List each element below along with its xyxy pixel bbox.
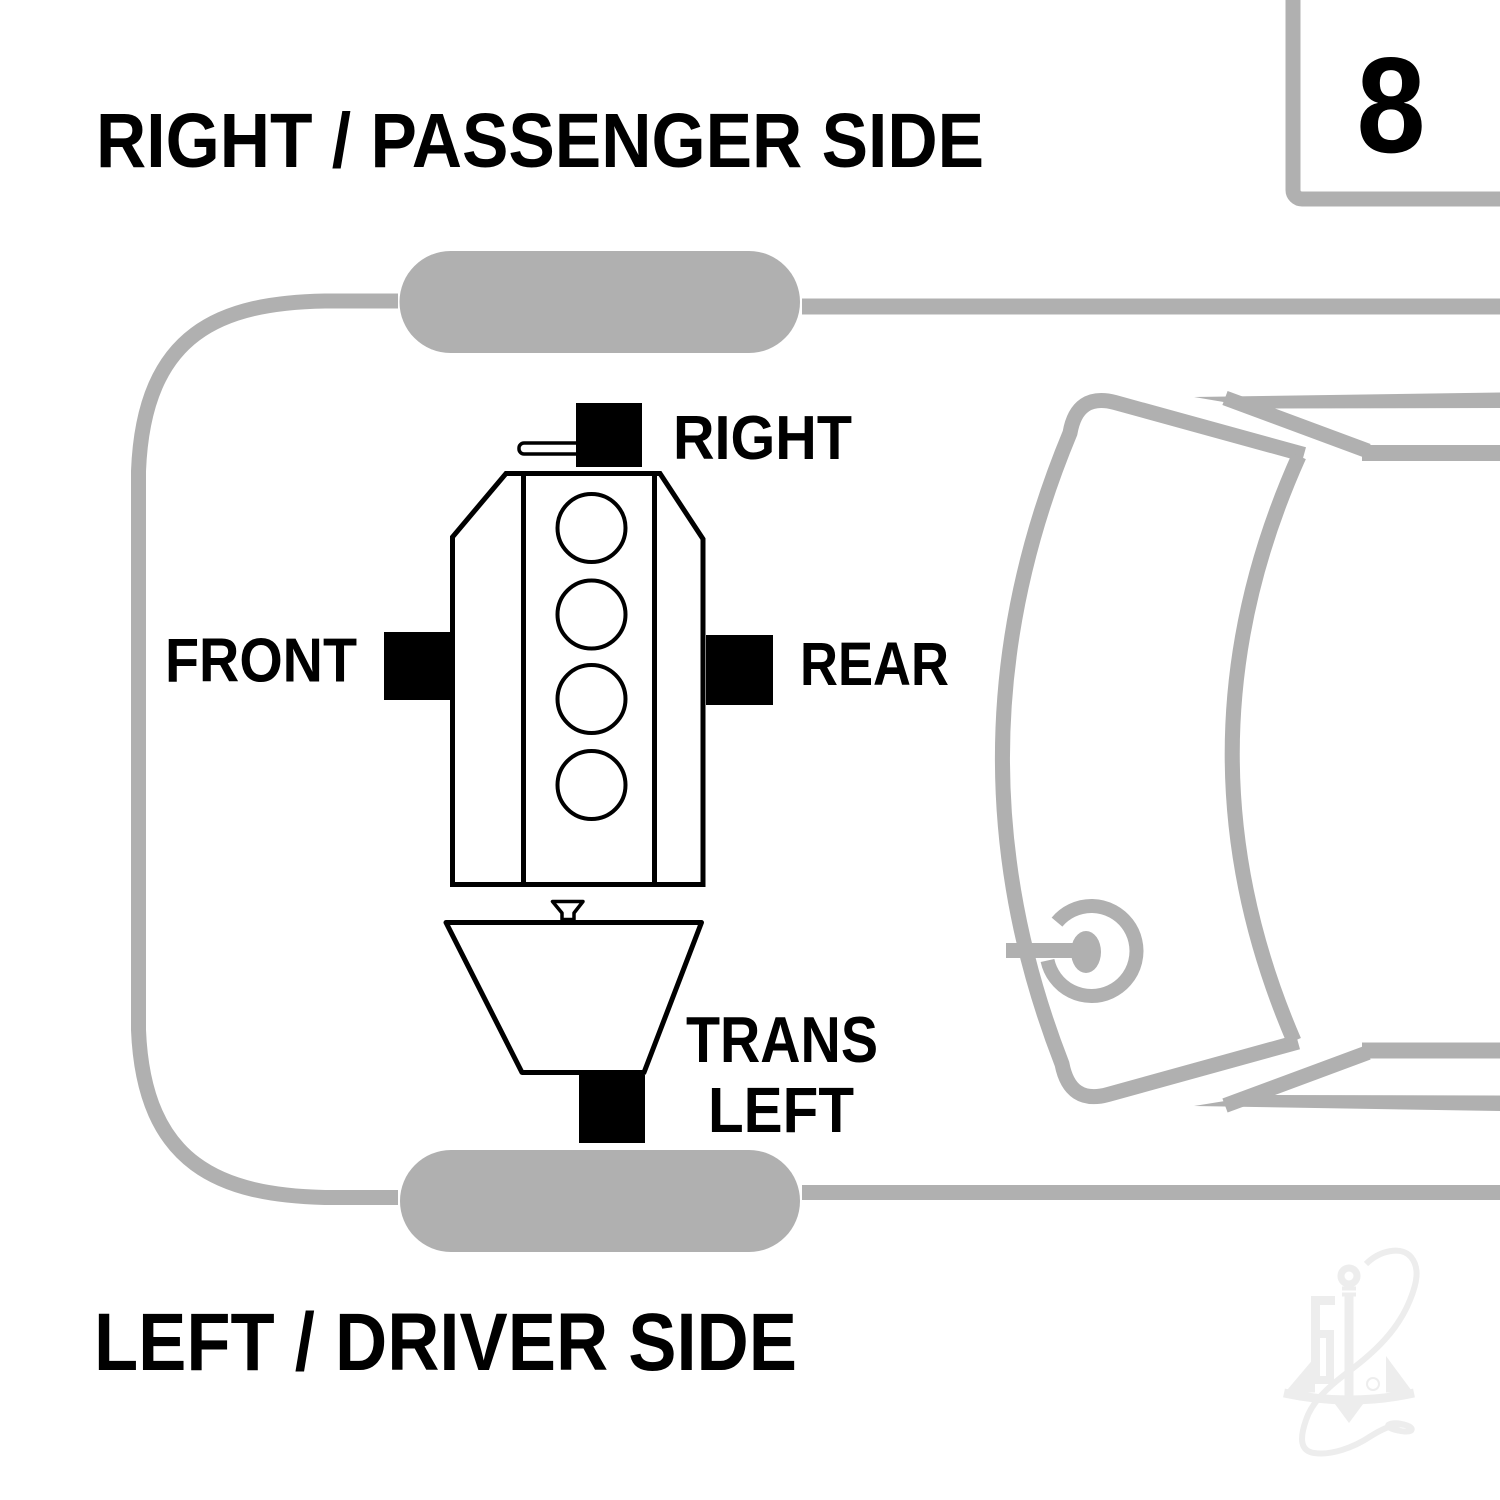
svg-text:FRONT: FRONT [165, 626, 357, 696]
svg-text:LEFT: LEFT [708, 1074, 854, 1146]
svg-text:TRANS: TRANS [686, 1003, 878, 1076]
svg-text:RIGHT: RIGHT [673, 403, 852, 473]
svg-text:LEFT / DRIVER SIDE: LEFT / DRIVER SIDE [94, 1297, 797, 1388]
svg-text:RIGHT / PASSENGER SIDE: RIGHT / PASSENGER SIDE [96, 98, 984, 184]
svg-text:REAR: REAR [800, 630, 949, 698]
svg-text:8: 8 [1357, 29, 1426, 181]
